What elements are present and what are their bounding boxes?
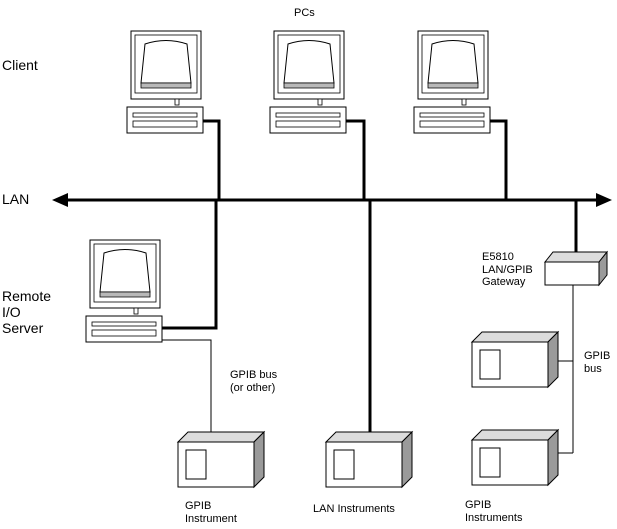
gpib-bus-label: GPIB bus bbox=[584, 350, 616, 375]
gpib-instrument-box-lower bbox=[471, 429, 559, 486]
gpib-bus-line-2: bus bbox=[584, 362, 602, 375]
remote-io-server-label: Remote I/O Server bbox=[2, 288, 72, 336]
gateway-label-line-1: E5810 bbox=[482, 251, 514, 263]
pcs-label: PCs bbox=[294, 7, 315, 19]
gpib-instrument-label: GPIB Instrument bbox=[185, 500, 265, 525]
lan-label: LAN bbox=[2, 191, 30, 207]
lan-backbone bbox=[52, 193, 612, 207]
gpib-bus-other-line-1: GPIB bus bbox=[230, 369, 278, 381]
gpib-instrument-line-1: GPIB bbox=[185, 500, 212, 512]
gpib-instruments-line-2: Instruments bbox=[465, 511, 523, 524]
client-pc-2 bbox=[269, 30, 347, 134]
gpib-instruments-label: GPIB Instruments bbox=[465, 499, 545, 524]
gpib-instrument-box bbox=[177, 431, 265, 488]
remote-io-server-line-1: Remote bbox=[2, 288, 52, 304]
client-pc-3 bbox=[413, 30, 491, 134]
client-label: Client bbox=[2, 57, 38, 73]
gateway-label-line-2: LAN/GPIB bbox=[482, 263, 533, 276]
server-lan-connector bbox=[162, 200, 218, 330]
gpib-instrument-box-upper bbox=[471, 331, 559, 388]
gpib-instrument-line-2: Instrument bbox=[185, 512, 237, 525]
remote-io-server-pc bbox=[85, 239, 163, 343]
gateway-label: E5810 LAN/GPIB Gateway bbox=[482, 251, 552, 289]
lan-instrument-box bbox=[325, 431, 413, 488]
gpib-bus-other-line-2: (or other) bbox=[230, 381, 276, 394]
gpib-bus-other-label: GPIB bus (or other) bbox=[230, 369, 310, 394]
gpib-bus-line bbox=[162, 339, 212, 432]
gpib-bus-line-1: GPIB bbox=[584, 350, 611, 362]
remote-io-server-line-2: I/O bbox=[2, 304, 21, 321]
remote-io-server-line-3: Server bbox=[2, 320, 44, 337]
gpib-instruments-line-1: GPIB bbox=[465, 499, 492, 511]
client-pc-1 bbox=[126, 30, 204, 134]
gateway-box bbox=[543, 250, 609, 287]
gateway-label-line-3: Gateway bbox=[482, 276, 526, 289]
lan-instruments-label: LAN Instruments bbox=[313, 503, 395, 515]
pc-lan-connectors bbox=[203, 119, 508, 200]
